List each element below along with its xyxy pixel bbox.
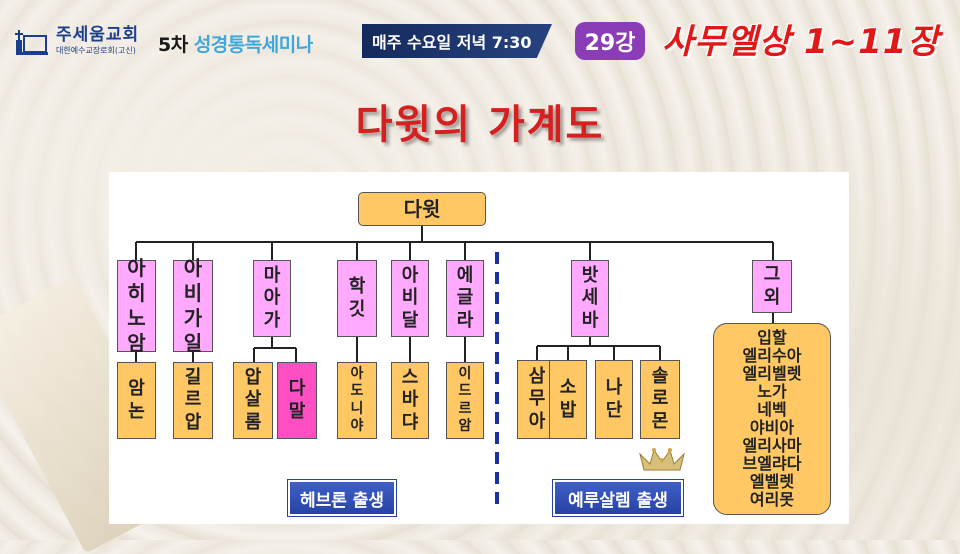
hebron-born-label: 헤브론 출생	[288, 480, 396, 516]
root-david: 다윗	[358, 192, 486, 226]
other-son: 네벡	[757, 400, 787, 420]
church-logo: 주세움교회 대한예수교장로회(고신)	[14, 26, 139, 56]
header-bar: 주세움교회 대한예수교장로회(고신) 5차 성경통독세미나 매주 수요일 저녁 …	[0, 0, 960, 84]
seminar-number: 5차	[158, 34, 188, 56]
seminar-name: 성경통독세미나	[193, 34, 313, 56]
tree-connector-lines	[135, 226, 774, 512]
lecture-badge: 29강	[575, 22, 645, 60]
other-son: 엘리사마	[742, 435, 802, 455]
other-son: 엘벨렛	[749, 471, 795, 491]
book-range: 사무엘상 1~11장	[662, 22, 940, 62]
jerusalem-born-label: 예루살렘 출생	[553, 480, 683, 516]
other-son: 엘리수아	[742, 346, 802, 366]
other-son: 브엘랴다	[742, 453, 802, 473]
page-title: 다윗의 가계도	[355, 102, 605, 148]
others-list: 입할 엘리수아 엘리벨렛 노가 네벡 야비아 엘리사마 브엘랴다 엘벨렛 여리못	[713, 323, 831, 515]
other-son: 입할	[757, 328, 787, 348]
schedule-banner: 매주 수요일 저녁 7:30	[362, 24, 552, 58]
other-son: 여리못	[749, 489, 795, 509]
church-subtitle: 대한예수교장로회(고신)	[56, 46, 136, 55]
other-son: 노가	[757, 382, 787, 402]
other-son: 엘리벨렛	[742, 364, 802, 384]
church-logo-icon	[14, 26, 50, 56]
crown-icon	[638, 446, 686, 472]
other-son: 야비아	[749, 418, 795, 437]
church-name: 주세움교회	[56, 25, 140, 45]
seminar-title: 5차 성경통독세미나	[158, 30, 313, 57]
